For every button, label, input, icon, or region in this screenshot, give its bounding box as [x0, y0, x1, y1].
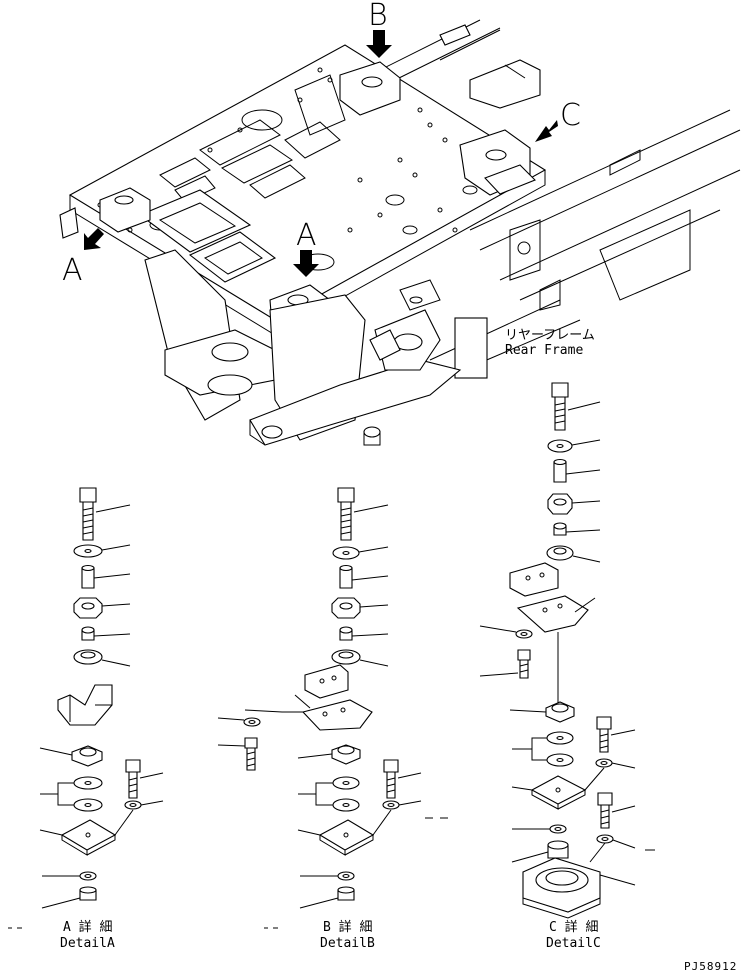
view-letter-c: C: [560, 98, 581, 133]
view-arrows: [84, 30, 558, 277]
rear-frame-assembly: [59, 19, 741, 446]
drawing-number: PJ58912: [684, 960, 737, 973]
view-letter-a-top: A: [296, 218, 317, 253]
detail-a-label-jp: A 詳 細: [63, 919, 112, 935]
rear-frame-label-en: Rear Frame: [505, 343, 583, 358]
detail-a-parts: [39, 487, 164, 909]
mount-point-a-left: [99, 187, 151, 233]
arrow-a-left-icon: [84, 228, 104, 250]
detail-a-label-en: DetailA: [60, 936, 115, 951]
detail-b-label-jp: B 詳 細: [323, 919, 372, 935]
upper-bracket: [469, 59, 541, 109]
detail-b-label-en: DetailB: [320, 936, 375, 951]
mount-point-b: [294, 61, 401, 136]
detail-c-label-jp: C 詳 細: [549, 919, 598, 935]
articulation-link: [249, 359, 462, 446]
arrow-c-icon: [535, 120, 558, 142]
rear-frame-bracket: [454, 317, 488, 379]
view-letter-b: B: [368, 0, 388, 33]
detail-c-label-en: DetailC: [546, 936, 601, 951]
arrow-a-top-icon: [293, 250, 319, 277]
arrow-b-icon: [366, 30, 392, 58]
detail-c-parts: [479, 382, 655, 919]
view-letter-a-left: A: [62, 253, 83, 288]
detail-b-parts: [217, 487, 448, 909]
rear-frame-label-jp: リヤーフレーム: [505, 328, 595, 343]
mount-point-c: [459, 129, 536, 196]
